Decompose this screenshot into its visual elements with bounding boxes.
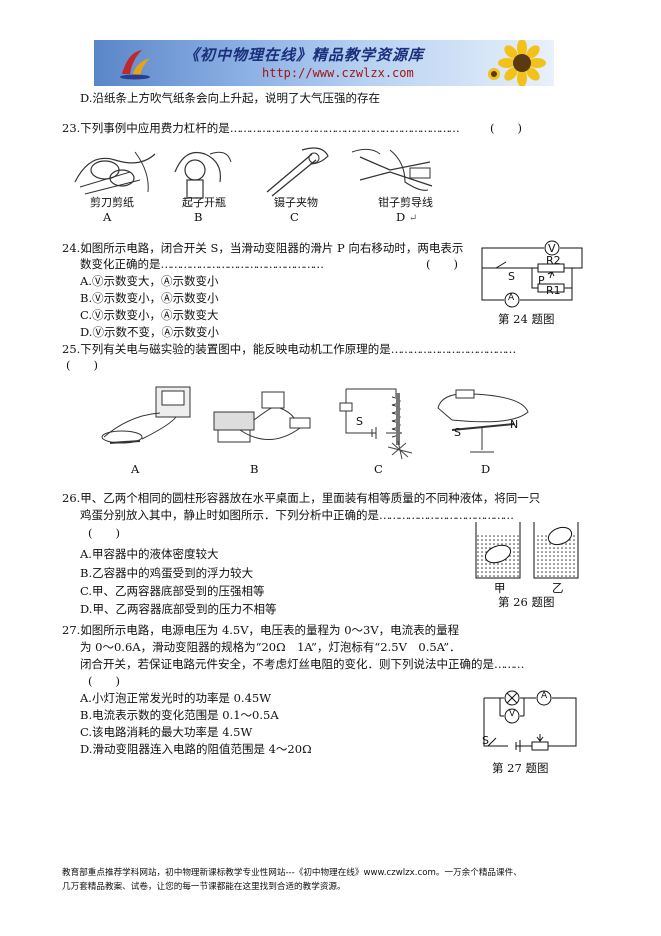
q25-letter-a: A: [131, 462, 140, 476]
q27-option-a[interactable]: A.小灯泡正常发光时的功率是 0.45W: [80, 691, 272, 705]
q25-c-switch-label: S: [356, 415, 363, 428]
q26-stem-text: 鸡蛋分别放入其中，静止时如图所示．下列分析中正确的是: [80, 508, 379, 522]
q26-label-jia: 甲: [494, 581, 506, 595]
q25-letter-b: B: [250, 462, 259, 476]
q26-stem-line1: 26.甲、乙两个相同的圆柱形容器放在水平桌面上，里面装有相等质量的不同种液体，将…: [62, 491, 541, 505]
q27-option-b[interactable]: B.电流表示数的变化范围是 0.1～0.5A: [80, 708, 279, 722]
q26-answer-blank[interactable]: ( ): [88, 526, 120, 540]
q26-option-b[interactable]: B.乙容器中的鸡蛋受到的浮力较大: [80, 566, 254, 580]
return-mark-icon: ↵: [408, 213, 418, 224]
q24-voltmeter-label: V: [548, 242, 556, 255]
q24-option-d[interactable]: D.Ⓥ示数不变，Ⓐ示数变小: [80, 325, 219, 339]
q26-option-c[interactable]: C.甲、乙两容器底部受到的压强相等: [80, 584, 265, 598]
banner-title: 《初中物理在线》精品教学资源库: [184, 46, 425, 64]
q24-r2-label: R2: [546, 254, 561, 267]
q27-option-d[interactable]: D.滑动变阻器连入电路的阻值范围是 4～20Ω: [80, 742, 312, 756]
q23-scissors-drawing: [74, 151, 156, 195]
q25-stem: 25.下列有关电与磁实验的装置图中，能反映电动机工作原理的是……………………………: [62, 341, 516, 357]
q23-caption-d: 钳子剪导线: [378, 196, 433, 209]
q23-letter-d: D ↵: [396, 209, 417, 227]
q27-voltmeter-label: V: [509, 709, 516, 719]
q27-switch-label: S: [482, 734, 489, 747]
q24-figure-caption: 第 24 题图: [498, 312, 555, 326]
q27-answer-blank[interactable]: ( ): [88, 674, 120, 688]
q24-dots: ……………………………………………: [160, 257, 324, 271]
q25-apparatus-d: [437, 389, 529, 453]
q26-dots: ……………………………………: [379, 508, 514, 522]
q25-d-north-label: N: [510, 418, 519, 431]
q25-apparatus-b: [213, 391, 311, 443]
q27-stem-line2: 为 0～0.6A，滑动变阻器的规格为“20Ω 1A”，灯泡标有“2.5V 0.5…: [80, 640, 461, 654]
q23-letter-d-text: D: [396, 210, 406, 224]
q26-option-d[interactable]: D.甲、乙两容器底部受到的压力不相等: [80, 602, 277, 616]
q25-dots: …………………………………: [390, 342, 516, 356]
q23-dots: ………………………………………………………………: [229, 121, 460, 135]
q26-option-a[interactable]: A.甲容器中的液体密度较大: [80, 547, 219, 561]
sunflower-icon: [488, 40, 546, 86]
q25-apparatus-a: [101, 386, 191, 444]
q24-option-b[interactable]: B.Ⓥ示数变小，Ⓐ示数变小: [80, 291, 219, 305]
q27-dots: ………: [494, 657, 524, 671]
q25-apparatus-c: [339, 388, 413, 460]
q27-option-c[interactable]: C.该电路消耗的最大功率是 4.5W: [80, 725, 253, 739]
q25-d-south-label: S: [454, 426, 461, 439]
q22-option-d: D.沿纸条上方吹气纸条会向上升起，说明了大气压强的存在: [80, 91, 380, 105]
q27-ammeter-label: A: [541, 691, 548, 701]
q26-figure-caption: 第 26 题图: [498, 595, 555, 609]
q26-label-yi: 乙: [552, 581, 564, 595]
header-banner: 《初中物理在线》精品教学资源库 http://www.czwlzx.com: [94, 40, 554, 86]
q23-bottle-opener-drawing: [174, 151, 232, 199]
q24-stem-text: 数变化正确的是: [80, 257, 161, 271]
q23-answer-blank[interactable]: ( ): [490, 121, 522, 135]
footer-line1: 教育部重点推荐学科网站，初中物理新课标教学专业性网站---《初中物理在线》www…: [62, 868, 522, 878]
q24-stem-line1: 24.如图所示电路，闭合开关 S，当滑动变阻器的滑片 P 向右移动时，两电表示: [62, 241, 464, 255]
q23-tweezers-drawing: [266, 147, 329, 197]
q27-stem-line1: 27.如图所示电路，电源电压为 4.5V，电压表的量程为 0～3V，电流表的量程: [62, 623, 460, 637]
q24-option-c[interactable]: C.Ⓥ示数变小，Ⓐ示数变大: [80, 308, 219, 322]
q24-r1-label: R1: [546, 284, 561, 297]
q23-caption-b: 起子开瓶: [182, 196, 226, 209]
q24-option-a[interactable]: A.Ⓥ示数变大，Ⓐ示数变小: [80, 274, 219, 288]
q23-letter-b: B: [194, 210, 203, 224]
footer-line2: 几万套精品教案、试卷，让您的每一节课都能在这里找到合适的教学资源。: [62, 882, 346, 892]
q24-switch-label: S: [508, 270, 515, 283]
q23-stem-text: 23.下列事例中应用费力杠杆的是: [62, 121, 230, 135]
site-logo-icon: [120, 50, 150, 80]
q23-caption-c: 镊子夹物: [274, 196, 318, 209]
q25-letter-c: C: [374, 462, 383, 476]
q27-circuit-diagram: [483, 690, 577, 752]
q24-slider-label: P: [538, 274, 545, 287]
page-footer: 教育部重点推荐学科网站，初中物理新课标教学专业性网站---《初中物理在线》www…: [62, 866, 622, 894]
q23-pliers-drawing: [351, 148, 433, 191]
q23-stem: 23.下列事例中应用费力杠杆的是………………………………………………………………: [62, 120, 460, 136]
q24-stem-line2: 数变化正确的是……………………………………………: [80, 256, 324, 272]
q25-answer-blank[interactable]: ( ): [66, 358, 98, 372]
q24-answer-blank[interactable]: ( ): [426, 257, 458, 271]
q27-figure-caption: 第 27 题图: [492, 761, 549, 775]
q23-letter-c: C: [290, 210, 299, 224]
q24-ammeter-label: A: [508, 293, 515, 303]
q26-stem-line2: 鸡蛋分别放入其中，静止时如图所示．下列分析中正确的是……………………………………: [80, 507, 514, 523]
banner-url[interactable]: http://www.czwlzx.com: [262, 66, 414, 80]
q26-containers-diagram: [475, 522, 579, 579]
q25-letter-d: D: [481, 462, 491, 476]
q24-circuit-diagram: [481, 240, 583, 308]
q23-letter-a: A: [103, 210, 112, 224]
q25-stem-text: 25.下列有关电与磁实验的装置图中，能反映电动机工作原理的是: [62, 342, 391, 356]
q23-caption-a: 剪刀剪纸: [90, 196, 134, 209]
q27-stem-text: 闭合开关，若保证电路元件安全，不考虑灯丝电阻的变化．则下列说法中正确的是: [80, 657, 494, 671]
q27-stem-line3: 闭合开关，若保证电路元件安全，不考虑灯丝电阻的变化．则下列说法中正确的是………: [80, 656, 524, 672]
